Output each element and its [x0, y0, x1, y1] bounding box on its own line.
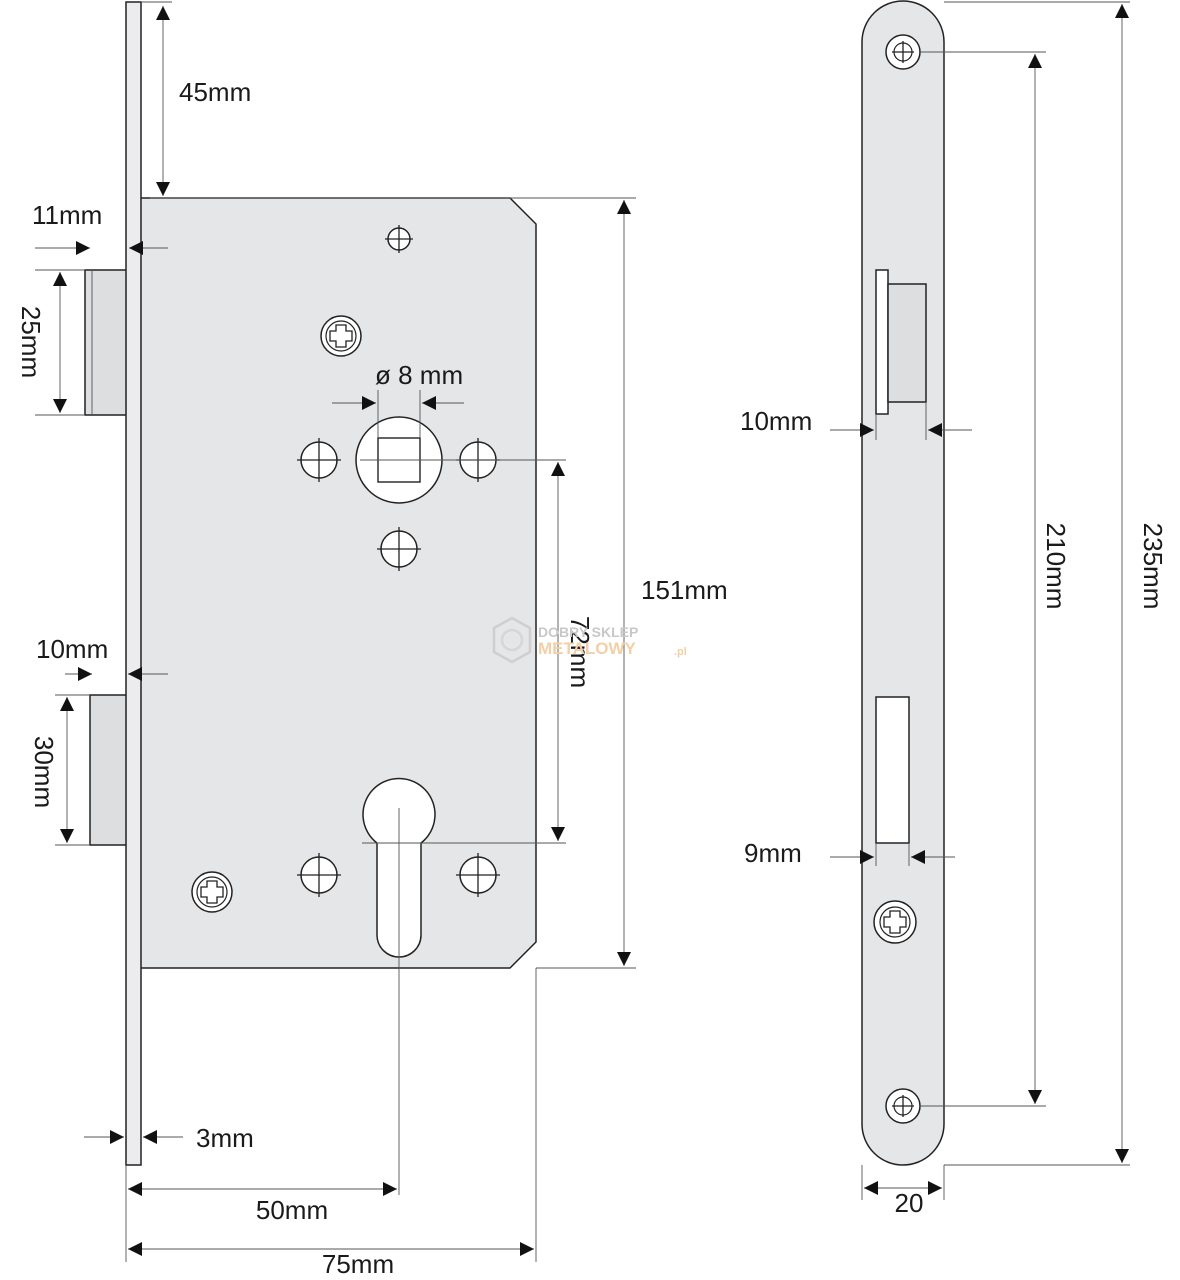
dim-screw-spacing: 210mm	[1041, 523, 1071, 610]
screw-hole-icon	[885, 34, 921, 70]
faceplate-front-view: 10mm 9mm 210mm 235mm 20	[740, 0, 1168, 1218]
screw-hole-icon	[456, 853, 500, 897]
faceplate	[125, 1, 142, 1166]
dim-backset: 50mm	[256, 1195, 328, 1225]
dim-deadbolt-projection: 10mm	[36, 634, 108, 664]
dim-top-offset: 45mm	[179, 77, 251, 107]
dim-spindle-diameter: ø 8 mm	[375, 360, 463, 390]
screw-hole-icon	[297, 853, 341, 897]
phillips-screw-icon	[320, 315, 362, 357]
dim-faceplate-length: 235mm	[1138, 523, 1168, 610]
lock-case	[139, 197, 537, 969]
phillips-screw-icon	[873, 900, 917, 944]
dim-deadbolt-height: 30mm	[29, 736, 59, 808]
deadbolt	[89, 694, 131, 846]
dim-case-height: 151mm	[641, 575, 728, 605]
watermark-line2: METALOWY	[538, 639, 637, 658]
watermark-suffix: .pl	[674, 646, 687, 658]
watermark-line1: DOBRY SKLEP	[538, 624, 638, 640]
dim-latch-height: 25mm	[16, 306, 46, 378]
spindle-follower	[355, 416, 566, 504]
dim-strike-bolt-depth: 9mm	[744, 838, 802, 868]
dim-spindle-to-cylinder: 72mm	[565, 616, 595, 688]
watermark-logo: DOBRY SKLEP METALOWY .pl	[492, 616, 687, 664]
dim-faceplate-thickness: 3mm	[196, 1123, 254, 1153]
screw-hole-icon	[885, 1088, 921, 1124]
screw-hole-icon	[385, 225, 413, 253]
screw-hole-icon	[377, 527, 421, 571]
deadbolt-opening	[875, 696, 910, 844]
screw-hole-icon	[297, 438, 341, 482]
dim-bolt-projection: 11mm	[32, 200, 102, 230]
dim-strike-latch-depth: 10mm	[740, 406, 812, 436]
latch-opening	[875, 269, 889, 415]
lock-body-view: 45mm 11mm 25mm ø 8 mm 72mm 151mm 10mm 30…	[16, 1, 728, 1279]
faceplate-front	[861, 0, 945, 1166]
dim-case-depth: 75mm	[322, 1249, 394, 1279]
phillips-screw-icon	[191, 871, 233, 913]
dim-faceplate-width: 20	[895, 1188, 924, 1218]
